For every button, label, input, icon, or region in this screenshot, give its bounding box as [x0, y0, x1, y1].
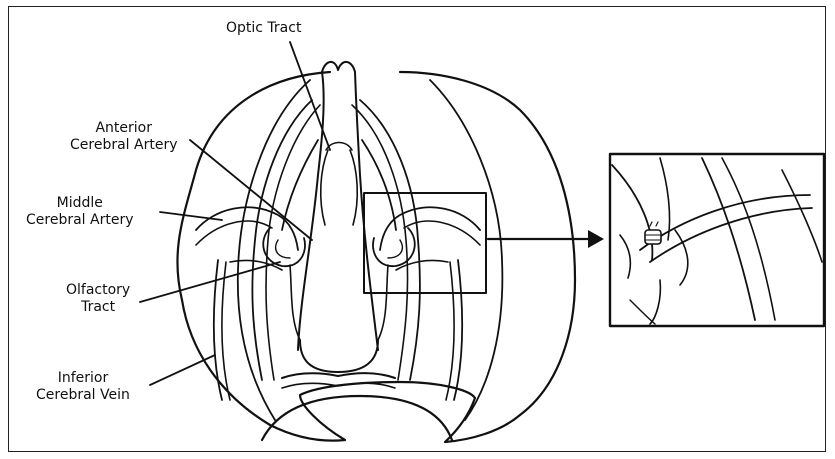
olfactory-center [321, 150, 358, 225]
left-inner-vessel [252, 100, 312, 380]
left-inner-vessel-b [266, 105, 320, 380]
arrow-head [588, 230, 604, 248]
left-olf-loop [263, 228, 305, 266]
label-middle-cerebral-artery: Middle Cerebral Artery [26, 195, 134, 229]
right-anterior-artery [362, 140, 396, 230]
label-anterior-cerebral-artery: Anterior Cerebral Artery [70, 120, 178, 154]
optic-tip [322, 62, 355, 72]
right-olf-loop-b [388, 240, 402, 258]
leader-olfactory-tract [140, 262, 280, 302]
right-branch-horiz [396, 260, 448, 270]
right-inner-vessel-b [352, 105, 408, 380]
inset-box [610, 154, 824, 326]
optic-stalk-left [298, 72, 324, 350]
label-inferior-cerebral-vein: Inferior Cerebral Vein [36, 370, 130, 404]
inset-vessels [612, 158, 822, 324]
right-inferior-vein [454, 260, 462, 400]
label-optic-tract: Optic Tract [226, 20, 301, 37]
left-olf-loop-b [276, 240, 290, 258]
left-mca-b [196, 221, 272, 245]
central-body [300, 340, 378, 372]
right-branch-down [378, 265, 388, 340]
right-inferior-vein-b [446, 262, 454, 400]
leader-inferior-vein [150, 355, 215, 385]
bottom-bridge-2 [282, 383, 395, 388]
left-hemisphere-edge [238, 80, 310, 420]
right-inner-vessel [360, 100, 420, 380]
right-hemisphere-edge [430, 80, 502, 420]
bottom-bridge [282, 373, 395, 378]
label-olfactory-tract: Olfactory Tract [66, 282, 130, 316]
right-olf-loop [373, 228, 415, 266]
left-inferior-vein-b [222, 262, 230, 400]
